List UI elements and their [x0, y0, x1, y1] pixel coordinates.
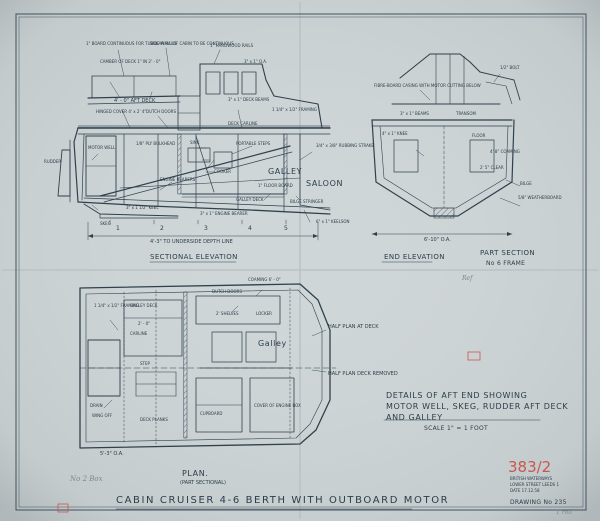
annotation-deck-beams: 3" x 1" DECK BEAMS [228, 97, 270, 102]
plan-subtitle: (PART SECTIONAL) [180, 480, 227, 486]
annotation-carline: CARLINE [130, 331, 148, 336]
annotation-knee: 4" x 1" KNEE [382, 131, 408, 136]
dimension-overall: 4'-3" TO UNDERSIDE DEPTH LINE [150, 239, 233, 245]
annotation-plan-framing: 1 1/4" x 1/2" FRAMING [94, 303, 139, 308]
annotation-hinged-cover: HINGED COVER 4' x 2' 4" [96, 109, 147, 114]
title-half-plan-deck: HALF PLAN AT DECK [328, 324, 379, 330]
dimension-end-width: 6'-10" O.A. [424, 237, 451, 243]
annotation-bilge: BILGE [520, 181, 532, 186]
annotation-shelves: 2' SHELVES [216, 311, 239, 316]
issuer-date: DATE 17.12.58 [510, 488, 540, 493]
annotation-fibre-casing: FIBRE-BOARD CASING WITH MOTOR CUTTING BE… [374, 83, 481, 88]
annotation-plan-galley-deck: GALLEY DECK [130, 303, 158, 308]
annotation-ply-bulkhead: 1/8" PLY BULKHEAD [136, 141, 176, 146]
details-note-line3: AND GALLEY [386, 413, 443, 422]
annotation-dutch-doors-plan: DUTCH DOORS [212, 289, 242, 294]
drawing-number: DRAWING No 235 [510, 499, 567, 506]
annotation-motor-well: MOTOR WELL [88, 145, 116, 150]
archive-stamp-corner [57, 503, 69, 513]
annotation-floor: FLOOR [472, 133, 486, 138]
frame-number-2: 2 [160, 225, 165, 232]
annotation-step: STEP [140, 361, 150, 366]
details-note-scale: SCALE 1" = 1 FOOT [424, 425, 488, 432]
pencil-note-ref: Ref [462, 275, 473, 282]
annotation-rubbing-strake: 3/4" x 3/8" RUBBING STRAKE [316, 143, 374, 148]
annotation-galley-deck: GALLEY DECK [236, 197, 264, 202]
annotation-aft-deck: 4' - 0" AFT DECK [114, 98, 156, 104]
annotation-rail-board: 1" BOARD CONTINUOUS FOR TUBULAR RAILS [86, 41, 177, 46]
details-note-line2: MOTOR WELL, SKEG, RUDDER AFT DECK [386, 402, 569, 411]
plan-view [79, 283, 337, 449]
main-title: CABIN CRUISER 4-6 BERTH WITH OUTBOARD MO… [116, 495, 450, 506]
title-part-section: PART SECTION [480, 249, 536, 257]
frame-number-4: 4 [248, 225, 253, 232]
label-galley-elevation: GALLEY [268, 167, 303, 176]
drawing-border [15, 13, 587, 511]
title-half-plan-removed: HALF PLAN DECK REMOVED [328, 371, 398, 377]
annotation-portable-steps: PORTABLE STEPS [236, 141, 271, 146]
annotation-bolt: 1/2" BOLT [500, 65, 520, 70]
archive-number: 383/2 [508, 458, 552, 476]
title-end-elevation: END ELEVATION [384, 253, 445, 261]
annotation-deck-carline: DECK CARLINE [228, 121, 258, 126]
frame-number-3: 3 [204, 225, 209, 232]
annotation-hardwood-rails: 1" HARDWOOD RAILS [210, 43, 254, 48]
annotation-coaming: 4' 8" COAMING [490, 149, 520, 154]
annotation-keel: 3" x 1 1/2" KEEL [126, 205, 159, 210]
annotation-rudder: RUDDER [44, 159, 62, 164]
pencil-note-roll: 1 roll [556, 509, 573, 516]
annotation-clear: 2' 5" CLEAR [480, 165, 504, 170]
annotation-oa-rail: 3" x 1" O.A. [244, 59, 268, 64]
annotation-transom: TRANSOM [456, 111, 476, 116]
frame-number-1: 1 [116, 225, 121, 232]
annotation-engine-bearers: ENGINE BEARERS [160, 177, 196, 182]
issuer-line2: LOWER STREET LEEDS 1 [510, 482, 560, 487]
annotation-cupboard: CUPBOARD [200, 411, 223, 416]
annotation-beams: 3" x 1" BEAMS [400, 111, 429, 116]
pencil-note-box: No 2 Box [70, 475, 103, 483]
annotation-plan-dim: 2' - 0" [138, 321, 151, 326]
annotation-sink: SINK [190, 140, 200, 145]
dimension-stern-width: 5'-3" O.A. [100, 451, 124, 457]
annotation-floor-board: 1" FLOOR BOARD [258, 183, 293, 188]
end-elevation-view [371, 53, 521, 236]
label-galley-plan: Galley [258, 339, 287, 348]
plan-title: PLAN. [182, 469, 209, 478]
annotation-wing-off: WING OFF [92, 413, 113, 418]
archive-stamp-box [467, 351, 481, 361]
annotation-framing: 1 1/4" x 1/2" FRAMING [272, 107, 317, 112]
annotation-locker: LOCKER [256, 311, 272, 316]
details-note-line1: DETAILS OF AFT END SHOWING [386, 391, 528, 400]
annotation-plan-coaming: COAMING 6' - 0" [248, 277, 281, 282]
drawing-border-inner [18, 16, 584, 508]
annotation-deck-planks: DECK PLANKS [140, 417, 168, 422]
annotation-keelson: 6" x 1" KEELSON [316, 219, 350, 224]
annotation-engine-box: COVER OF ENGINE BOX [254, 403, 301, 408]
annotation-bilge-stringer: BILGE STRINGER [290, 199, 324, 204]
annotation-engine-bearer: 3" x 1" ENGINE BEARER [200, 211, 248, 216]
annotation-cooker: COOKER [214, 169, 232, 174]
frame-number-5: 5 [284, 225, 289, 232]
title-part-section-frame: No 6 FRAME [486, 260, 526, 267]
title-sectional-elevation: SECTIONAL ELEVATION [150, 253, 238, 261]
label-saloon: SALOON [306, 179, 344, 188]
annotation-drain: DRAIN [90, 403, 103, 408]
sectional-elevation-view [57, 47, 331, 241]
annotation-weatherboard: 5/8" WEATHERBOARD [518, 195, 562, 200]
annotation-side-wall: SIDE WALL OF CABIN TO BE CONTINUOUS [150, 41, 234, 46]
issuer-line1: BRITISH WATERWAYS [510, 476, 553, 481]
annotation-deck-camber: CAMBER OF DECK 1" IN 2' - 0" [100, 59, 161, 64]
annotation-skeg: SKEG [100, 221, 111, 226]
annotation-dutch-doors: DUTCH DOORS [146, 109, 176, 114]
